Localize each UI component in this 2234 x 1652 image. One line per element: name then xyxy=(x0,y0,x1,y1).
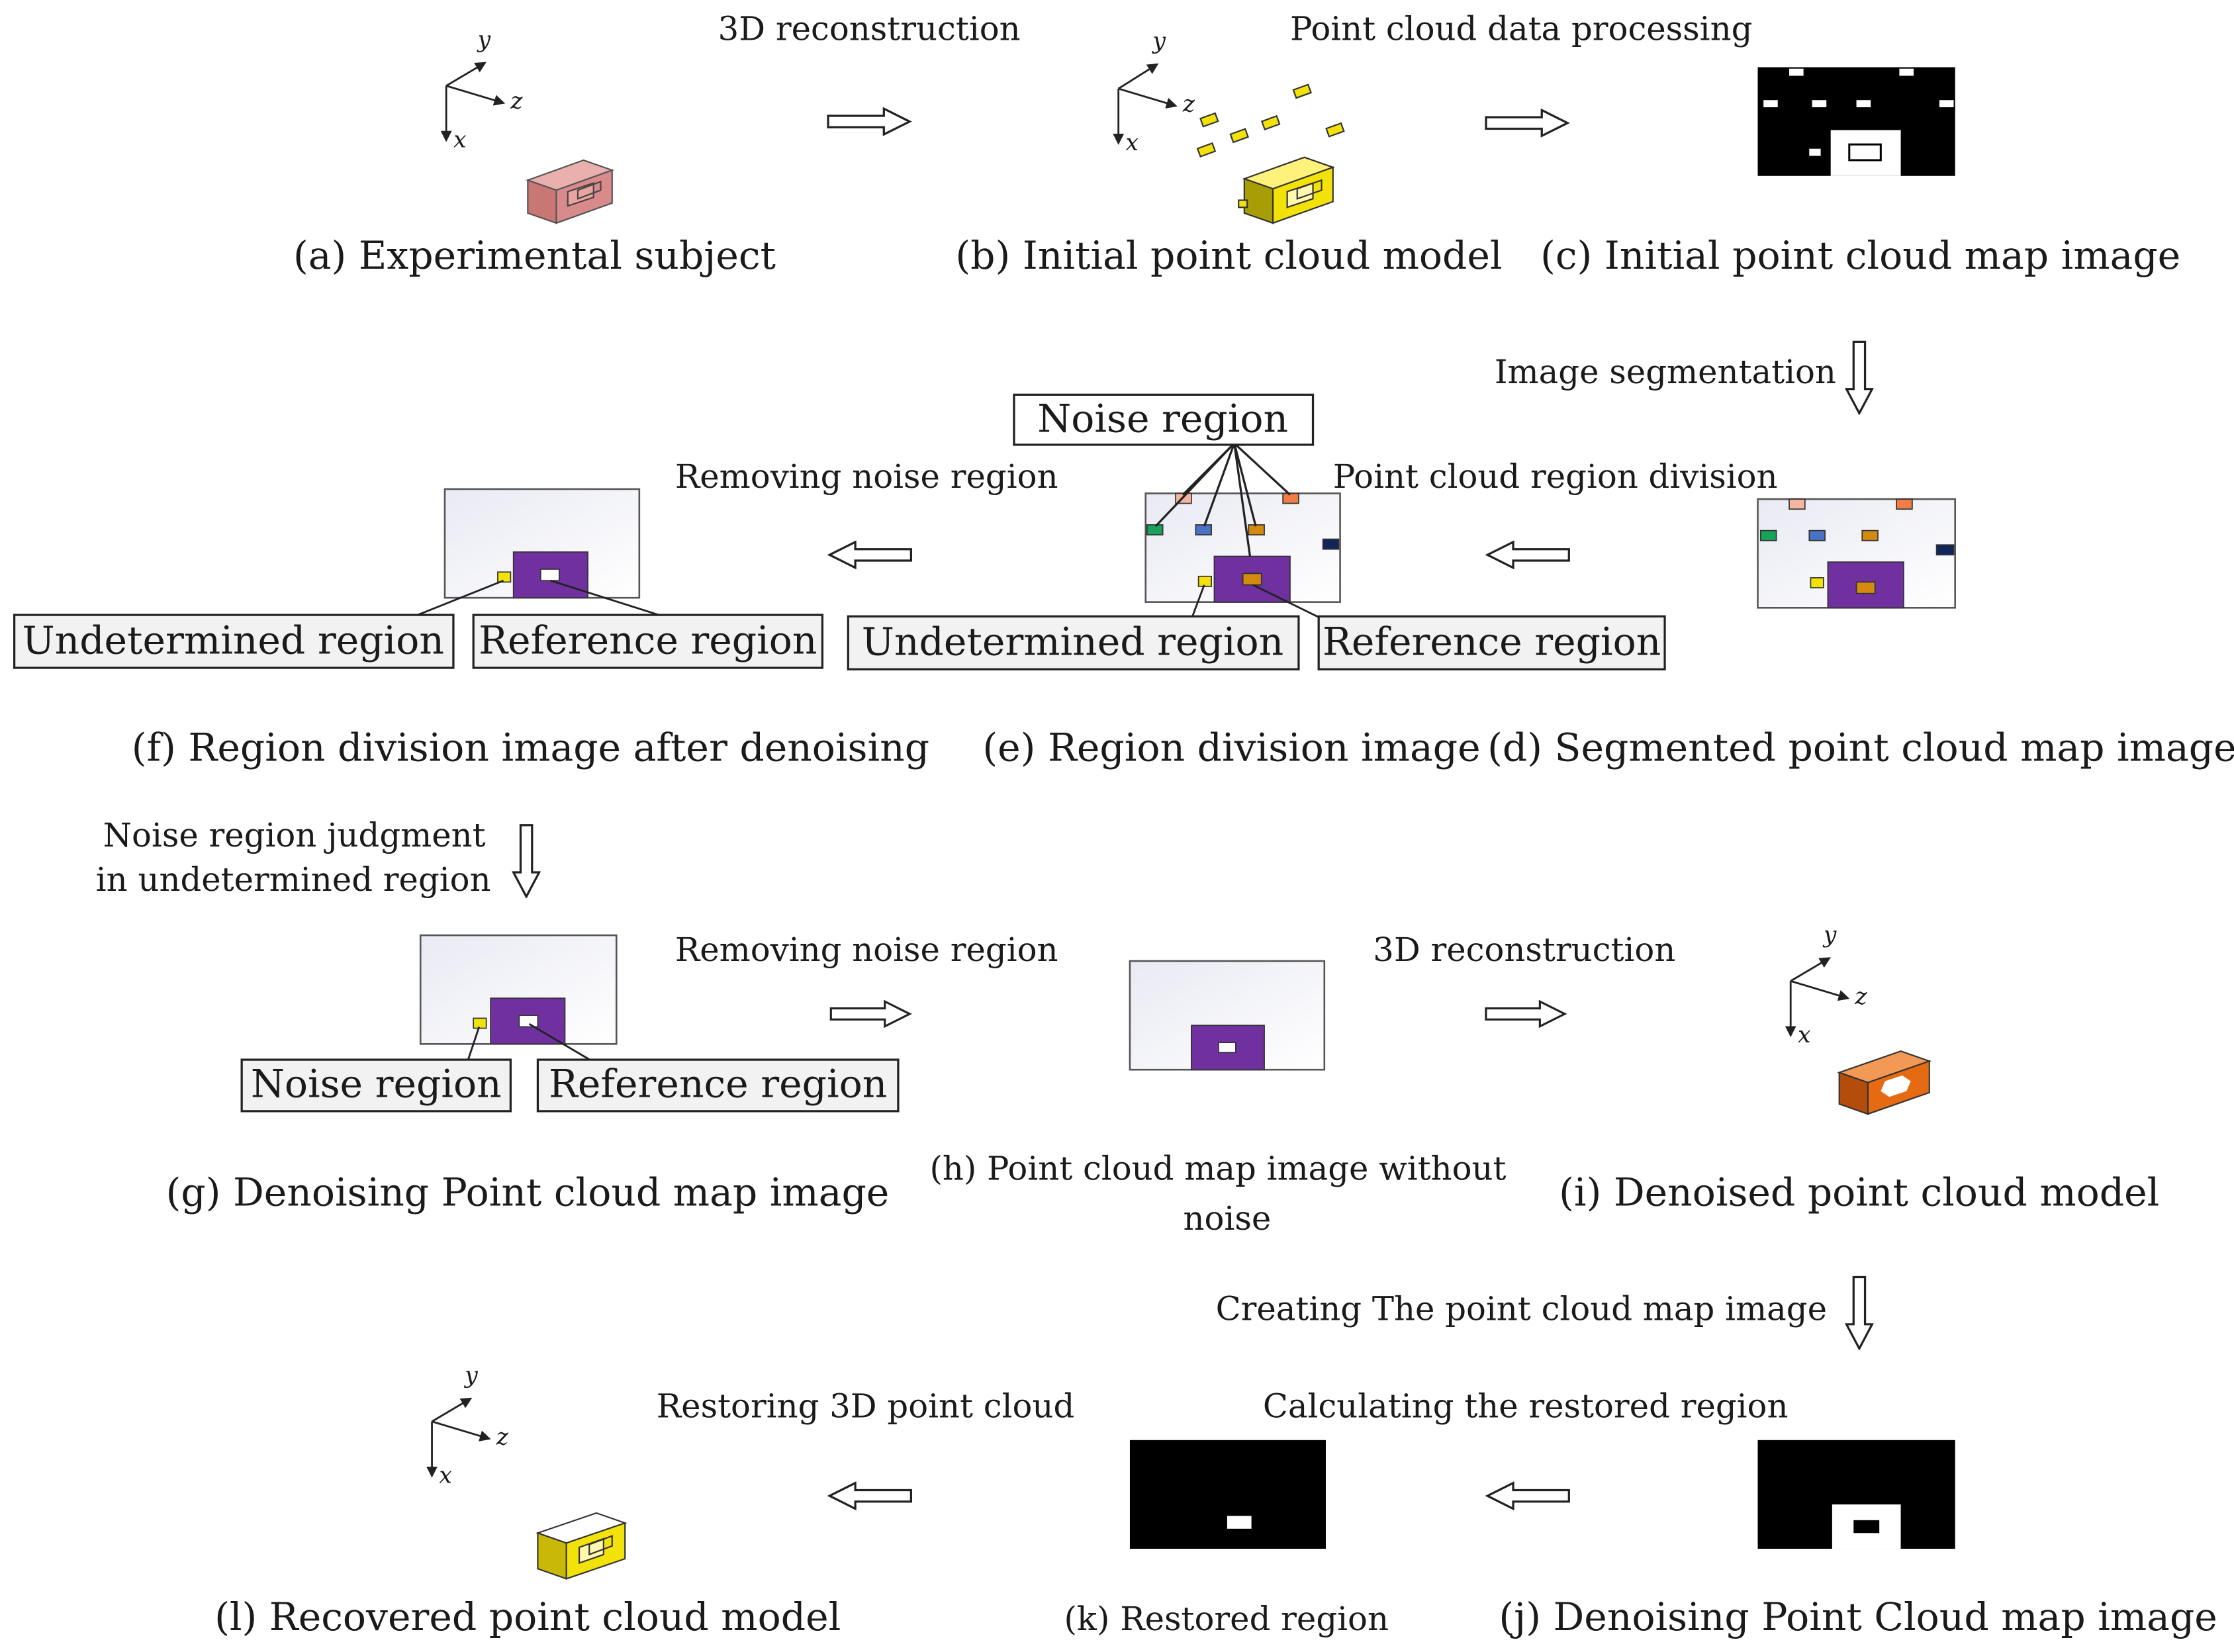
reference-region-text: Reference region xyxy=(479,618,817,663)
step-jk-label: Calculating the restored region xyxy=(1263,1387,1789,1425)
arrow-kl xyxy=(828,1482,912,1510)
restored-region-image xyxy=(1129,1440,1326,1549)
caption-h-line1: (h) Point cloud map image without xyxy=(929,1150,1506,1188)
step-gh-label: Removing noise region xyxy=(675,931,1058,969)
axis-y-label: y xyxy=(477,26,491,53)
denoising-map-image-j xyxy=(1757,1440,1955,1549)
axes-l: y z x xyxy=(426,1362,509,1489)
caption-f: (f) Region division image after denoisin… xyxy=(132,725,929,770)
caption-d: (d) Segmented point cloud map image xyxy=(1487,725,2234,770)
undetermined-region-label-e: Undetermined region xyxy=(847,615,1300,670)
step-bc-label: Point cloud data processing xyxy=(1290,9,1752,48)
recovered-model-box xyxy=(535,1512,628,1580)
caption-e: (e) Region division image xyxy=(982,725,1480,770)
step-fg-label-1: Noise region judgment xyxy=(103,816,486,854)
caption-g: (g) Denoising Point cloud map image xyxy=(166,1170,890,1215)
step-ab-label: 3D reconstruction xyxy=(718,9,1021,48)
axis-x-label: x xyxy=(1798,1022,1811,1048)
segmented-map-image xyxy=(1757,498,1956,609)
arrow-ef xyxy=(828,541,912,569)
reference-region-text: Reference region xyxy=(1323,620,1661,665)
noise-points-b xyxy=(1196,83,1345,158)
caption-h-line2: noise xyxy=(1184,1199,1272,1238)
arrow-de xyxy=(1486,541,1570,569)
caption-j: (j) Denoising Point Cloud map image xyxy=(1499,1594,2217,1639)
initial-model-box xyxy=(1238,156,1336,224)
leader-reference-g xyxy=(528,1023,593,1062)
step-ij-label: Creating The point cloud map image xyxy=(1216,1289,1827,1328)
denoising-map-image-g xyxy=(419,934,618,1045)
arrow-cd xyxy=(1845,340,1873,415)
caption-c: (c) Initial point cloud map image xyxy=(1540,233,2180,278)
arrow-ij xyxy=(1845,1275,1873,1350)
caption-l: (l) Recovered point cloud model xyxy=(214,1594,841,1639)
arrow-fg xyxy=(512,824,541,898)
axis-z-label: z xyxy=(510,88,523,115)
step-fg-label-2: in undetermined region xyxy=(96,860,491,899)
denoised-model-box xyxy=(1837,1050,1932,1115)
caption-k: (k) Restored region xyxy=(1064,1600,1389,1638)
caption-b: (b) Initial point cloud model xyxy=(955,233,1502,278)
caption-i: (i) Denoised point cloud model xyxy=(1559,1170,2159,1215)
map-without-noise-image xyxy=(1129,960,1326,1071)
reference-region-label-g: Reference region xyxy=(536,1058,900,1113)
arrow-gh xyxy=(829,1000,911,1028)
axes-i: y z x xyxy=(1785,922,1867,1048)
noise-region-label-e: Noise region xyxy=(1013,393,1315,446)
axis-y-label: y xyxy=(463,1362,478,1389)
axis-y-label: y xyxy=(1822,922,1837,948)
denoised-division-image xyxy=(443,488,641,599)
experimental-subject-box xyxy=(526,159,615,224)
arrow-jk xyxy=(1486,1482,1570,1510)
leader-undetermined-e xyxy=(1190,584,1205,620)
step-kl-label: Restoring 3D point cloud xyxy=(657,1387,1075,1425)
leader-reference-e xyxy=(1252,584,1324,620)
axis-z-label: z xyxy=(496,1424,509,1450)
axes-a: y z x xyxy=(440,26,523,154)
axis-x-label: x xyxy=(453,127,466,154)
axis-x-label: x xyxy=(439,1463,452,1489)
initial-map-image xyxy=(1757,67,1955,176)
arrow-bc xyxy=(1485,109,1569,137)
axis-x-label: x xyxy=(1125,130,1139,156)
axis-y-label: y xyxy=(1152,28,1166,54)
step-de-label: Point cloud region division xyxy=(1333,457,1778,496)
axes-b: y z x xyxy=(1113,28,1195,156)
noise-region-label-g: Noise region xyxy=(240,1058,512,1113)
leader-undetermined-f xyxy=(410,579,504,619)
leader-noise-g xyxy=(467,1026,481,1062)
reference-region-label-f: Reference region xyxy=(472,614,824,669)
noise-region-leaders xyxy=(1154,442,1291,557)
caption-a: (a) Experimental subject xyxy=(293,233,776,278)
reference-region-label-e: Reference region xyxy=(1317,615,1666,670)
noise-region-text: Noise region xyxy=(1037,396,1288,441)
arrow-hi xyxy=(1485,1000,1566,1028)
reference-region-text: Reference region xyxy=(549,1061,887,1106)
leader-reference-f xyxy=(550,579,669,619)
arrow-ab xyxy=(827,107,911,136)
step-cd-label: Image segmentation xyxy=(1495,353,1836,391)
undetermined-region-label-f: Undetermined region xyxy=(13,614,455,669)
undetermined-region-text: Undetermined region xyxy=(22,618,443,663)
axis-z-label: z xyxy=(1182,91,1195,118)
step-hi-label: 3D reconstruction xyxy=(1373,931,1675,969)
step-ef-label: Removing noise region xyxy=(675,457,1058,496)
undetermined-region-text: Undetermined region xyxy=(862,620,1283,665)
axis-z-label: z xyxy=(1854,984,1867,1010)
noise-region-text: Noise region xyxy=(251,1061,502,1106)
